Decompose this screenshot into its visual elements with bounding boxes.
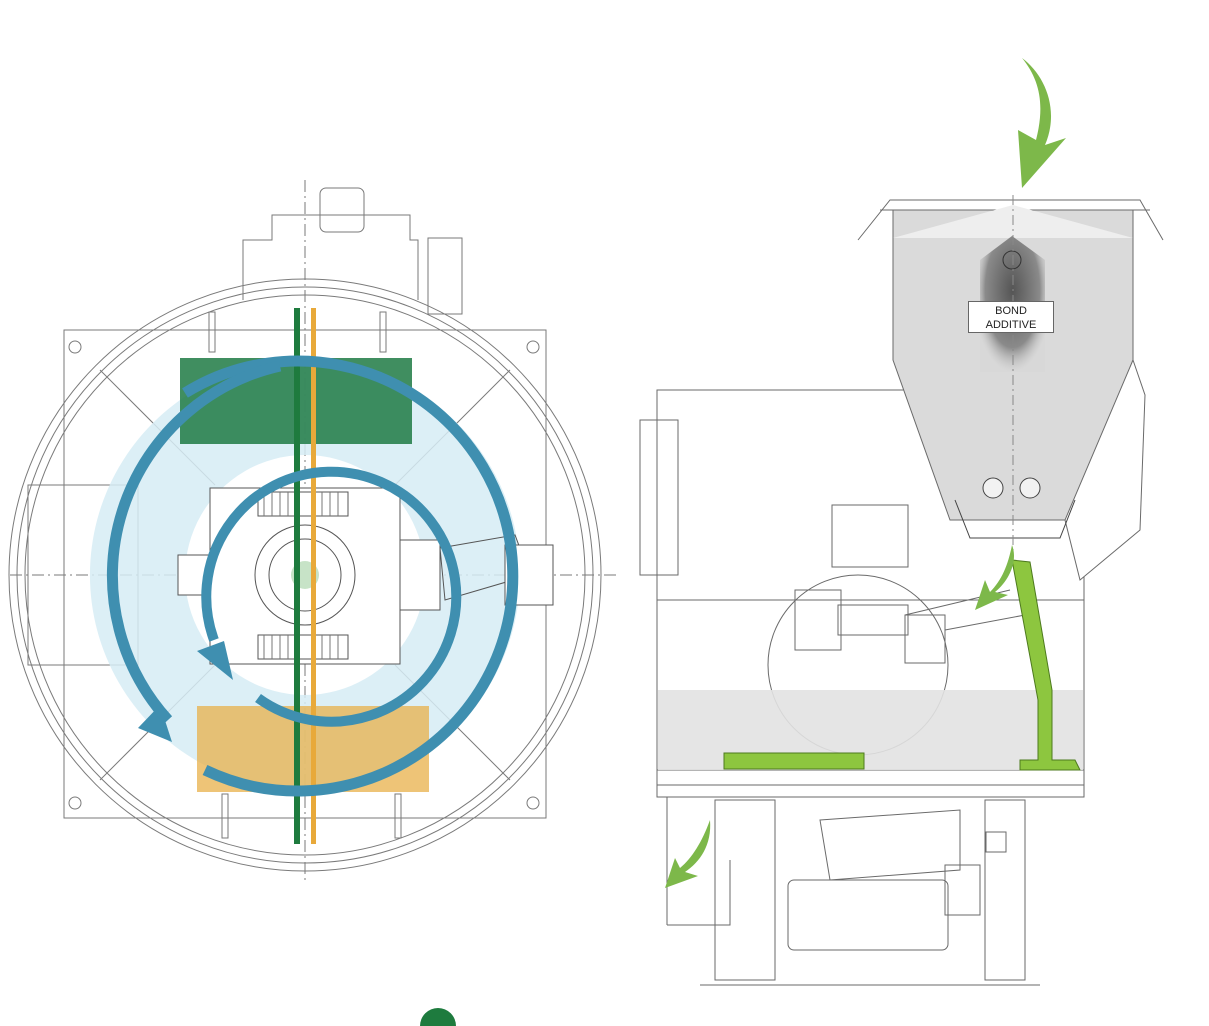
outer-flow-arrowhead <box>138 705 172 742</box>
green-shaft <box>294 308 300 844</box>
inner-ring-arrowhead <box>197 641 233 680</box>
bond-additive-label-line1: BOND <box>995 305 1027 317</box>
hopper-chute <box>1064 358 1146 581</box>
flow-zone-fill <box>89 360 520 791</box>
bottom-logo-partial <box>420 1008 456 1026</box>
inner-ring-arrow <box>201 466 462 727</box>
feed-in-arrow <box>1018 58 1066 188</box>
hopper-feeder <box>954 477 1076 539</box>
orange-shaft <box>311 308 316 844</box>
outlet-arrow <box>665 820 711 888</box>
bond-additive-label-line2: ADDITIVE <box>985 319 1037 331</box>
outer-flow-arrow <box>182 355 519 797</box>
side-view-drawing <box>639 199 1164 986</box>
scraper-arm <box>1011 559 1081 771</box>
floor-plow <box>723 752 865 770</box>
discharge-arrow <box>975 545 1015 610</box>
bond-additive-label: BOND ADDITIVE <box>968 301 1054 333</box>
material-bed <box>658 690 1083 770</box>
inner-flow-arrow <box>106 360 282 724</box>
cone-port <box>1002 250 1022 270</box>
